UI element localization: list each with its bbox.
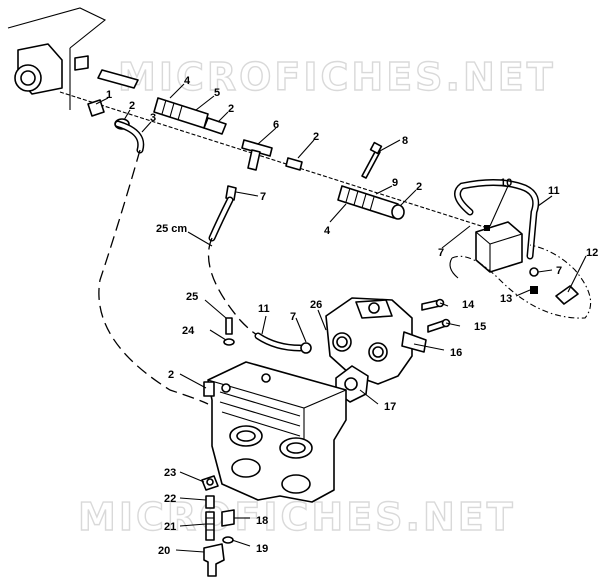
callout-12: 12 bbox=[586, 247, 598, 259]
callout-2: 2 bbox=[313, 131, 319, 143]
callout-9: 9 bbox=[392, 177, 398, 189]
engine-corner-block bbox=[7, 7, 107, 110]
callout-7: 7 bbox=[556, 265, 562, 277]
callout-11: 11 bbox=[548, 185, 560, 197]
callout-23: 23 bbox=[164, 467, 176, 479]
callout-15: 15 bbox=[474, 321, 486, 333]
callout-5: 5 bbox=[214, 87, 220, 99]
callout-7: 7 bbox=[260, 191, 266, 203]
callout-26: 26 bbox=[310, 299, 322, 311]
callout-21: 21 bbox=[164, 521, 176, 533]
callout-17: 17 bbox=[384, 401, 396, 413]
callout-2: 2 bbox=[129, 100, 135, 112]
callout-13: 13 bbox=[500, 293, 512, 305]
callout-18: 18 bbox=[256, 515, 268, 527]
callout-6: 6 bbox=[273, 119, 279, 131]
callout-20: 20 bbox=[158, 545, 170, 557]
callout-10: 10 bbox=[500, 177, 512, 189]
callout-11: 11 bbox=[258, 303, 270, 315]
callout-25-cm: 25 cm bbox=[156, 223, 187, 235]
callout-2: 2 bbox=[168, 369, 174, 381]
hose-3-routing bbox=[98, 149, 209, 405]
washer-24 bbox=[223, 338, 235, 346]
watermark-top: MICROFICHES.NET bbox=[118, 55, 556, 99]
lower-small-parts bbox=[201, 475, 235, 577]
callout-24: 24 bbox=[182, 325, 195, 337]
callout-4: 4 bbox=[324, 225, 331, 237]
stud-25 bbox=[225, 317, 233, 335]
callout-16: 16 bbox=[450, 347, 462, 359]
callout-2: 2 bbox=[416, 181, 422, 193]
callout-3: 3 bbox=[150, 112, 156, 124]
callout-1: 1 bbox=[106, 89, 112, 101]
callout-7: 7 bbox=[290, 311, 296, 323]
callout-8: 8 bbox=[402, 135, 408, 147]
callout-4: 4 bbox=[184, 75, 191, 87]
callout-25: 25 bbox=[186, 291, 198, 303]
watermark-bottom: MICROFICHES.NET bbox=[78, 495, 516, 539]
engine-base bbox=[203, 361, 347, 503]
callout-14: 14 bbox=[462, 299, 475, 311]
hose-25cm-routing bbox=[207, 237, 293, 351]
oil-pump-assembly bbox=[449, 221, 592, 319]
callout-7: 7 bbox=[438, 247, 444, 259]
fitting-7 bbox=[225, 185, 237, 201]
callout-2: 2 bbox=[228, 103, 234, 115]
callout-22: 22 bbox=[164, 493, 176, 505]
manifold-16 bbox=[325, 297, 427, 385]
callout-19: 19 bbox=[256, 543, 268, 555]
leader-lines bbox=[95, 83, 587, 553]
